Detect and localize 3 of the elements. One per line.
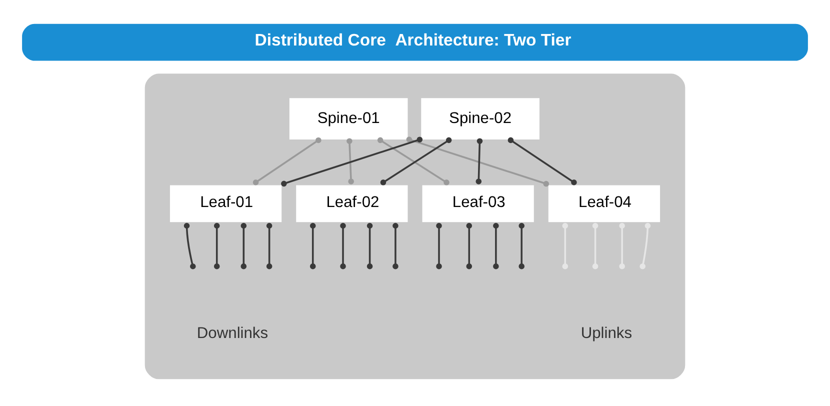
- diagram-title: Distributed Core Architecture: Two Tier: [254, 30, 572, 50]
- label: Uplinks: [580, 324, 632, 342]
- label: Downlinks: [196, 324, 268, 342]
